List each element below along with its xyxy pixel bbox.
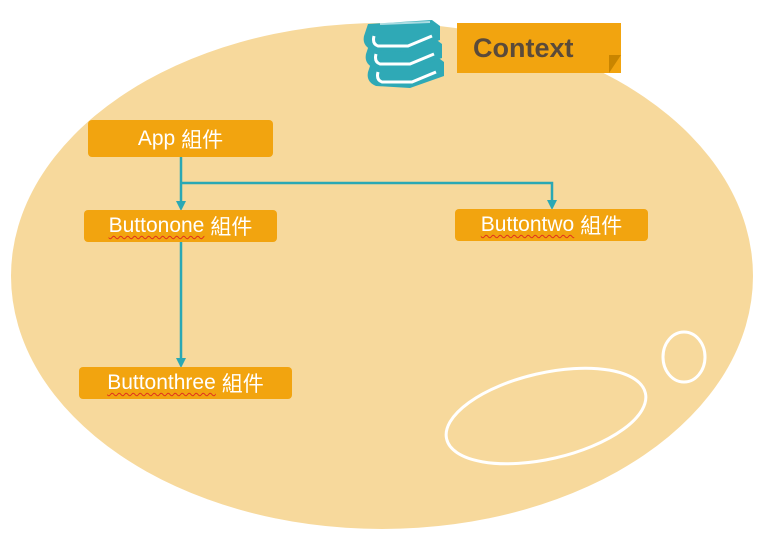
connectors: [176, 157, 557, 368]
context-title: Context: [457, 23, 621, 73]
node-app-suffix: 組件: [181, 128, 224, 152]
node-buttontwo-suffix: 組件: [580, 215, 623, 238]
decor-outline-ellipse: [444, 366, 648, 466]
node-app-name: App: [137, 126, 176, 150]
node-buttonone-suffix: 組件: [210, 216, 253, 239]
tag-fold-corner: [609, 55, 621, 73]
background-ellipse: [11, 23, 753, 529]
node-buttonthree-suffix: 組件: [221, 373, 264, 396]
books-icon: [363, 20, 444, 88]
node-buttonthree-name: Buttonthree: [107, 371, 216, 394]
decor-outline-circle: [661, 330, 707, 384]
context-title-text: Context: [473, 32, 574, 63]
edge-app-buttontwo: [181, 181, 557, 210]
node-buttontwo-name: Buttontwo: [480, 213, 575, 236]
node-buttonone-name: Buttonone: [108, 214, 205, 237]
